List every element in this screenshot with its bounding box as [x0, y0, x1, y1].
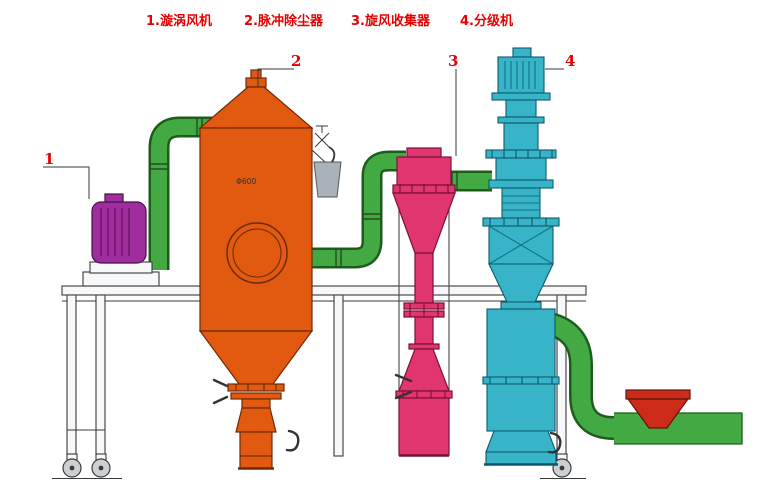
cyclone-expander-cone — [398, 348, 450, 392]
pulse-hook — [328, 146, 336, 163]
flange-bolts — [489, 377, 553, 384]
flange-bolts — [409, 303, 439, 317]
classifier-shaft-housing — [505, 99, 537, 118]
caster-hub — [69, 465, 75, 471]
pipe-flange-ticks — [335, 213, 382, 268]
classifier-wide-flange — [482, 217, 560, 227]
vessel-dimension-label: Φ600 — [236, 177, 256, 186]
cyclone-collector — [392, 147, 456, 457]
classifier-flange — [497, 116, 545, 124]
classifier-bottom-flare — [485, 430, 557, 453]
legend-item-cyclone: 3.旋风收集器 — [351, 13, 431, 29]
classifier-spacer — [503, 122, 539, 151]
hopper-cone — [626, 398, 690, 429]
collector-spout — [239, 431, 273, 469]
caster-wheels — [52, 453, 586, 479]
pulse-valve-assembly — [311, 125, 342, 198]
table-top — [61, 285, 587, 296]
collector-top-cone — [198, 86, 314, 129]
bearing-ribs — [502, 195, 540, 211]
feed-hopper — [625, 389, 691, 429]
collector-top-flange — [245, 77, 267, 88]
collector-bottom-cone — [198, 330, 314, 385]
blower-base — [82, 271, 160, 287]
cyclone-top-cap — [406, 147, 442, 158]
classifier-base — [485, 451, 557, 465]
leader-line-1 — [43, 166, 90, 199]
flange-bolts — [402, 391, 446, 398]
hose-hook — [285, 429, 300, 452]
classifier-motor-cap — [512, 47, 532, 58]
classifier-lower-body — [486, 308, 556, 432]
leader-line-2 — [257, 68, 294, 87]
classifier-flange — [491, 92, 551, 101]
flange-bolts — [489, 218, 547, 226]
classifier-wide-flange — [485, 149, 557, 159]
caster-hub — [98, 465, 104, 471]
cyclone-drop-pipe-lower — [414, 316, 434, 345]
callout-number-2: 2 — [291, 52, 301, 70]
vortex-blower — [82, 193, 160, 287]
callout-numbers: 1 2 3 4 — [44, 52, 575, 168]
classifier-band-flange — [482, 376, 560, 385]
manhole-outer — [226, 222, 288, 284]
manhole-inner — [232, 228, 282, 278]
feed-duct — [614, 412, 743, 445]
classifier-motor — [497, 56, 545, 94]
cyclone-stand-legs — [398, 193, 450, 390]
classifier-section — [495, 157, 547, 181]
table-leg — [95, 294, 106, 457]
work-table — [61, 285, 587, 457]
blower-base-upper — [89, 261, 153, 274]
legend: 1.漩涡风机 2.脉冲除尘器 3.旋风收集器 4.分级机 — [146, 13, 513, 29]
cyclone-drop-pipe — [414, 252, 434, 304]
classifier-flange — [488, 179, 554, 189]
cyclone-cone — [392, 192, 456, 254]
collector-neck — [241, 398, 271, 409]
callout-number-3: 3 — [448, 52, 458, 70]
table-leg — [66, 294, 77, 457]
pipe-collector-to-cyclone — [311, 150, 406, 269]
classifier-neck-flange — [500, 301, 542, 310]
flange-bolts — [235, 384, 277, 391]
cyclone-inlet-barrel — [396, 156, 452, 186]
flange-bolts — [491, 150, 553, 158]
pulse-dust-collector: Φ600 — [198, 69, 342, 470]
cyclone-collection-bin — [398, 397, 450, 456]
legend-item-classifier: 4.分级机 — [460, 13, 513, 29]
legend-item-blower: 1.漩涡风机 — [146, 13, 212, 29]
classifier — [482, 47, 562, 466]
pipe-blower-to-collector — [148, 116, 216, 270]
motor-cooling-fins — [504, 61, 536, 89]
callout-leader-lines — [43, 68, 564, 199]
callout-number-4: 4 — [565, 52, 575, 70]
callout-number-1: 1 — [44, 150, 54, 168]
hopper-rim — [625, 389, 691, 400]
hose-hook — [547, 431, 562, 454]
discharge-valve-handles — [394, 373, 413, 400]
table-leg — [333, 294, 344, 457]
collector-funnel — [235, 407, 277, 433]
pipe-classifier-discharge — [543, 311, 632, 440]
blower-motor-body — [91, 201, 147, 264]
caster-hub — [559, 465, 565, 471]
blower-cooling-fins — [100, 208, 130, 256]
flange-bolts — [399, 185, 449, 193]
body-braces — [488, 225, 554, 265]
discharge-valve-handles — [212, 378, 229, 405]
collector-flange — [230, 392, 282, 400]
collector-flange — [227, 383, 285, 392]
cyclone-small-flange — [408, 343, 440, 350]
classifier-cone — [488, 263, 554, 303]
pulse-bracket — [313, 161, 342, 198]
legend-item-dust-collector: 2.脉冲除尘器 — [244, 13, 324, 29]
